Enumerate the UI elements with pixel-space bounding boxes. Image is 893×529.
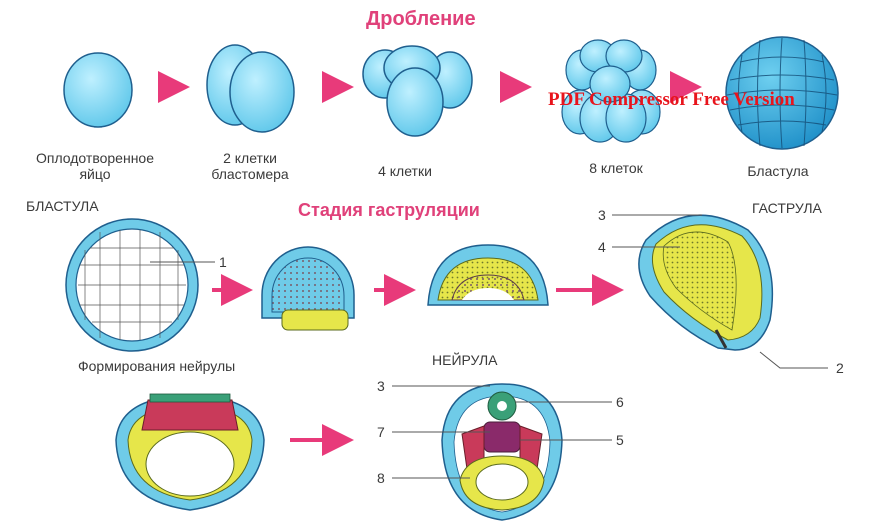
watermark: PDF Compressor Free Version bbox=[548, 89, 795, 111]
blastula-small-label: Бластула bbox=[728, 163, 828, 179]
gastrula-illustration bbox=[639, 215, 772, 350]
callout-7: 7 bbox=[377, 424, 385, 440]
blastula-row-label: БЛАСТУЛА bbox=[26, 198, 166, 214]
blastula-section-illustration bbox=[66, 219, 198, 351]
four-cells-label: 4 клетки bbox=[355, 163, 455, 179]
callout-5: 5 bbox=[616, 432, 624, 448]
two-cells-label: 2 клетки бластомера bbox=[190, 150, 310, 182]
callout-4: 4 bbox=[598, 239, 606, 255]
neurula-row-label: НЕЙРУЛА bbox=[432, 352, 552, 368]
early-gastrula-illustration bbox=[262, 247, 354, 330]
callout-3b: 3 bbox=[377, 378, 385, 394]
callout-6: 6 bbox=[616, 394, 624, 410]
gastrulation-title: Стадия гаструляции bbox=[298, 200, 480, 221]
fertilized-egg-illustration bbox=[64, 53, 132, 127]
callout-8: 8 bbox=[377, 470, 385, 486]
neurula-illustration bbox=[442, 384, 562, 520]
gastrula-row-label: ГАСТРУЛА bbox=[752, 200, 872, 216]
callout-2: 2 bbox=[836, 360, 844, 376]
egg-label: Оплодотворенное яйцо bbox=[10, 150, 180, 182]
callout-3: 3 bbox=[598, 207, 606, 223]
neurulation-title: Формирования нейрулы bbox=[78, 358, 298, 374]
callout-1: 1 bbox=[219, 254, 227, 270]
two-cell-illustration bbox=[207, 45, 294, 132]
mid-gastrula-illustration bbox=[428, 245, 548, 305]
four-cell-illustration bbox=[363, 46, 472, 136]
cleavage-title: Дробление bbox=[366, 8, 476, 31]
eight-cells-label: 8 клеток bbox=[566, 160, 666, 176]
callout-line-2 bbox=[760, 352, 828, 368]
neurula-formation-illustration bbox=[116, 394, 264, 510]
